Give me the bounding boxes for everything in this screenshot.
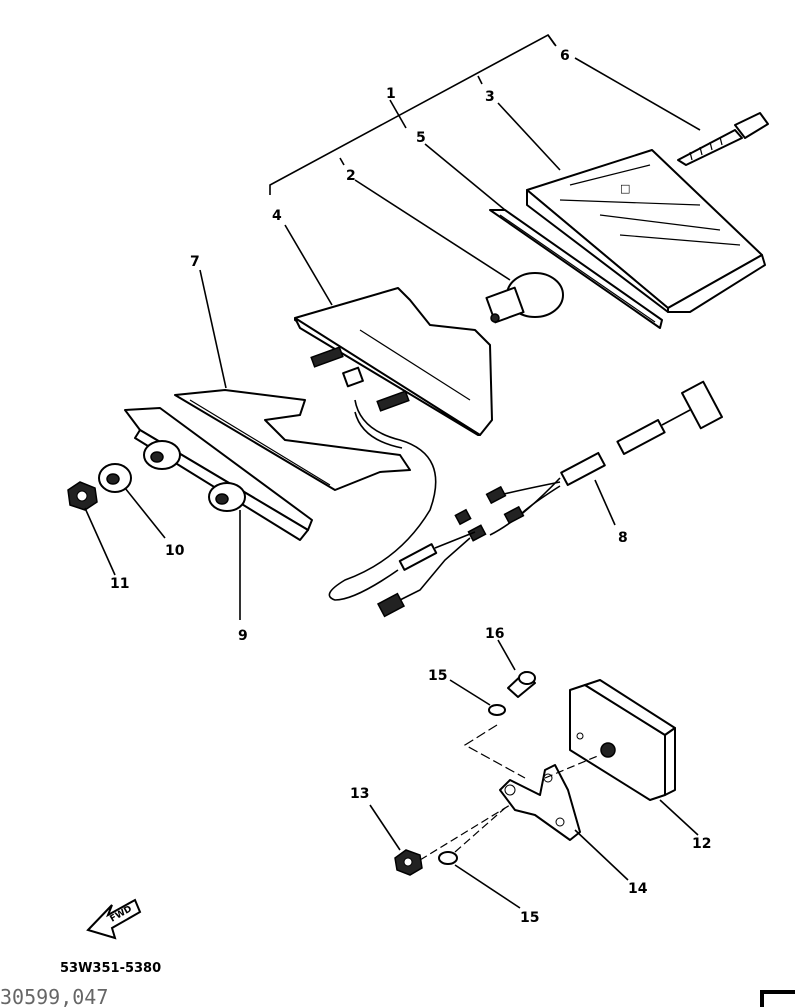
base-bracket [124, 407, 313, 620]
license-light [569, 679, 699, 836]
label-7: 7 [190, 254, 200, 270]
washer-15a [449, 679, 526, 779]
nut-13 [369, 804, 511, 876]
forward-arrow-icon: FWD [86, 898, 142, 940]
label-12: 12 [692, 836, 711, 852]
wire-harness [328, 380, 723, 618]
label-15a: 15 [428, 668, 447, 684]
label-8: 8 [618, 530, 628, 546]
label-9: 9 [238, 628, 248, 644]
housing-bolt [310, 346, 410, 412]
svg-text:□: □ [620, 182, 630, 195]
label-15b: 15 [520, 910, 539, 926]
label-14: 14 [628, 881, 648, 897]
gasket-part [424, 143, 663, 329]
lens-part: □ [497, 102, 766, 313]
collar-part [98, 463, 166, 539]
label-2: 2 [346, 168, 356, 184]
label-3: 3 [485, 89, 495, 105]
label-13: 13 [350, 786, 369, 802]
bulb-part [354, 179, 564, 324]
corner-mark [760, 990, 795, 1007]
bracket-part-14 [499, 754, 629, 881]
label-11: 11 [110, 576, 129, 592]
screw-part [574, 57, 769, 166]
assembly-bracket [269, 33, 557, 195]
part-code: 53W351-5380 [60, 961, 161, 976]
washer-15b [438, 807, 521, 909]
label-10: 10 [165, 543, 185, 559]
label-5: 5 [416, 130, 426, 146]
screw-part-16 [497, 639, 536, 698]
label-4: 4 [272, 208, 282, 224]
reflector-plate [174, 269, 411, 491]
housing-part [284, 224, 493, 436]
label-6: 6 [560, 48, 570, 64]
label-1: 1 [386, 86, 396, 102]
footer-code: 30599,047 [0, 985, 108, 1007]
label-16: 16 [485, 626, 504, 642]
nut-part [67, 481, 116, 576]
